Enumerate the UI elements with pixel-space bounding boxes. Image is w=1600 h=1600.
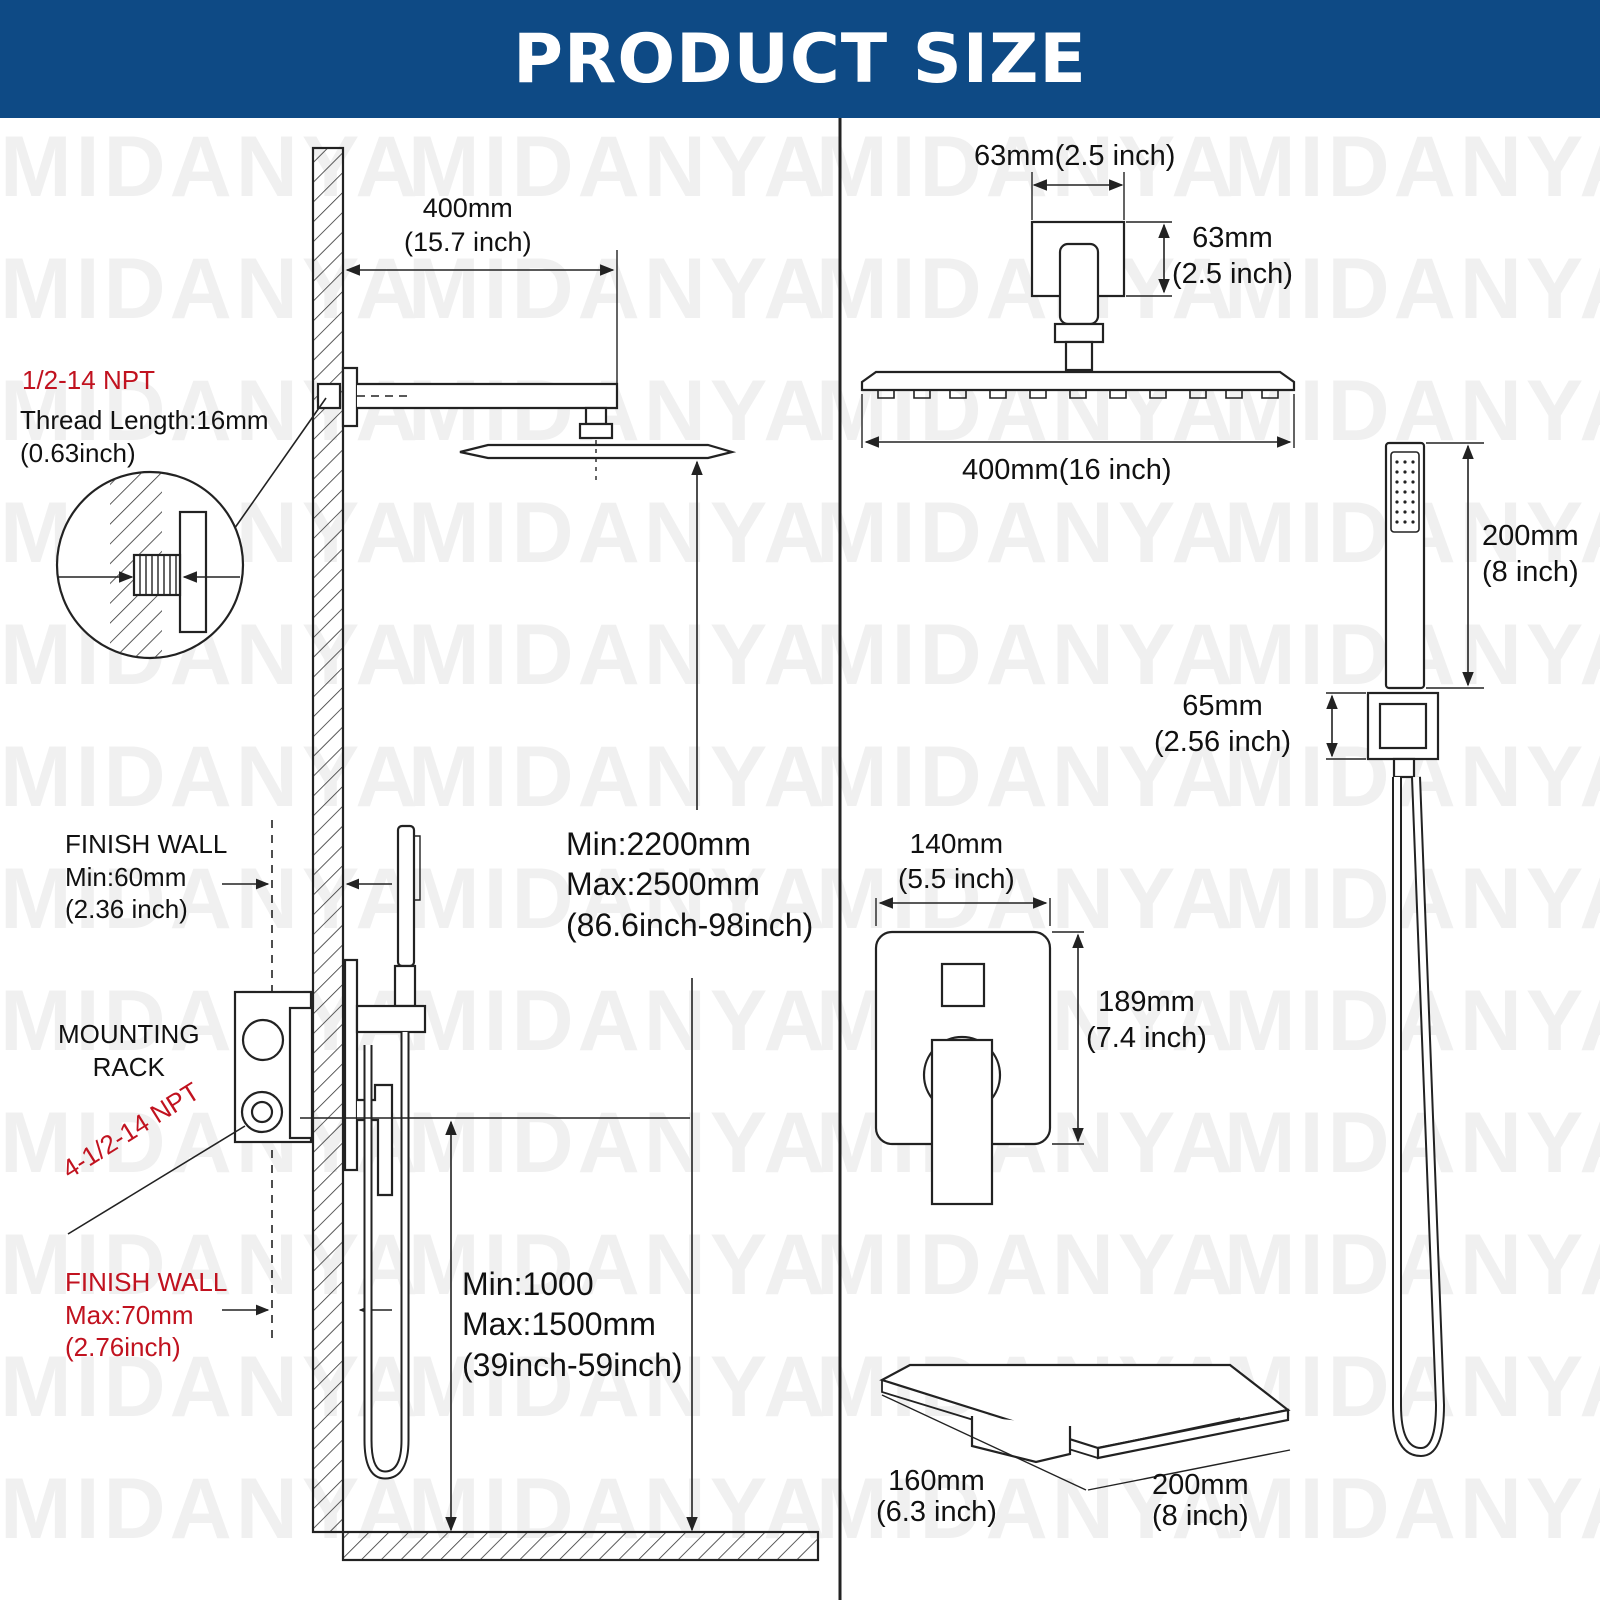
arm-connector-bottom xyxy=(1064,340,1094,372)
hose-front-inner xyxy=(1394,776,1444,1456)
arm-length-label: 400mm (15.7 inch) xyxy=(404,193,532,257)
detail-thread xyxy=(132,553,182,597)
rack-port-upper xyxy=(241,1018,285,1062)
header-banner: PRODUCT SIZE xyxy=(0,0,1600,118)
rack-cartridge xyxy=(288,1006,314,1140)
left-installation-view xyxy=(55,146,820,1562)
arm-rounded-drop xyxy=(1058,242,1100,326)
flange-width-label: 63mm(2.5 inch) xyxy=(974,140,1176,172)
rack-port-lower-inner xyxy=(250,1100,274,1124)
floor-section xyxy=(341,1530,820,1562)
spout-depth-line xyxy=(881,1394,1087,1491)
finish-wall-min-label: FINISH WALL Min:60mm (2.36 inch) xyxy=(65,829,228,924)
shower-arm xyxy=(357,382,619,410)
valve-handle-side xyxy=(357,1083,394,1197)
handheld-spray-face xyxy=(414,835,421,901)
page-title: PRODUCT SIZE xyxy=(513,19,1087,99)
right-component-views xyxy=(860,172,1484,1491)
finish-wall-max-label: FINISH WALL Max:70mm (2.76inch) xyxy=(65,1267,228,1362)
thread-length-label: Thread Length:16mm (0.63inch) xyxy=(20,405,269,468)
head-swivel xyxy=(578,422,614,440)
head-width-label: 400mm(16 inch) xyxy=(962,454,1172,486)
head-connector xyxy=(584,406,608,426)
tub-spout-top xyxy=(879,1363,1291,1450)
npt-valve-leader xyxy=(67,1125,246,1235)
handheld-side-view xyxy=(396,824,416,968)
detail-leader xyxy=(231,397,327,533)
detail-flange xyxy=(178,510,208,634)
spout-depth-label: 160mm (6.3 inch) xyxy=(876,1465,997,1529)
valve-height-label: Min:1000 Max:1500mm (39inch-59inch) xyxy=(462,1266,683,1383)
diverter-button xyxy=(940,962,986,1008)
rain-head-nozzles xyxy=(877,390,1279,399)
spout-width-line xyxy=(1087,1449,1291,1491)
arm-flange xyxy=(341,366,359,428)
handheld-holder-side xyxy=(393,964,417,1008)
handheld-length-label: 200mm (8 inch) xyxy=(1482,520,1579,589)
tub-spout-mount xyxy=(970,1416,1072,1464)
wall-trim-plate xyxy=(343,958,359,1172)
flange-height-label: 63mm (2.5 inch) xyxy=(1172,222,1293,291)
hose-loop-inner xyxy=(365,1032,408,1478)
rack-port-lower xyxy=(240,1090,284,1134)
trim-height-label: 189mm (7.4 inch) xyxy=(1086,986,1207,1055)
trim-width-label: 140mm (5.5 inch) xyxy=(898,828,1015,894)
handheld-spray-dots xyxy=(1395,460,1415,524)
mounting-rack-label: MOUNTING RACK xyxy=(58,1019,200,1082)
npt-top-label: 1/2-14 NPT xyxy=(22,365,155,395)
rain-head-front xyxy=(860,370,1296,392)
wall-section xyxy=(311,146,345,1534)
trim-lever-handle xyxy=(930,1038,994,1206)
holder-bracket xyxy=(355,1004,427,1034)
tub-spout-inner-edge xyxy=(1097,1417,1241,1449)
arm-connector-top xyxy=(1053,322,1105,344)
holder-inner xyxy=(1378,702,1428,750)
shower-height-label: Min:2200mm Max:2500mm (86.6inch-98inch) xyxy=(566,826,814,943)
detail-thread-lines xyxy=(139,555,177,595)
spout-width-label: 200mm (8 inch) xyxy=(1152,1469,1249,1533)
tub-spout-front xyxy=(1096,1408,1290,1460)
holder-height-label: 65mm (2.56 inch) xyxy=(1154,690,1292,759)
holder-hose-connector xyxy=(1392,757,1416,779)
